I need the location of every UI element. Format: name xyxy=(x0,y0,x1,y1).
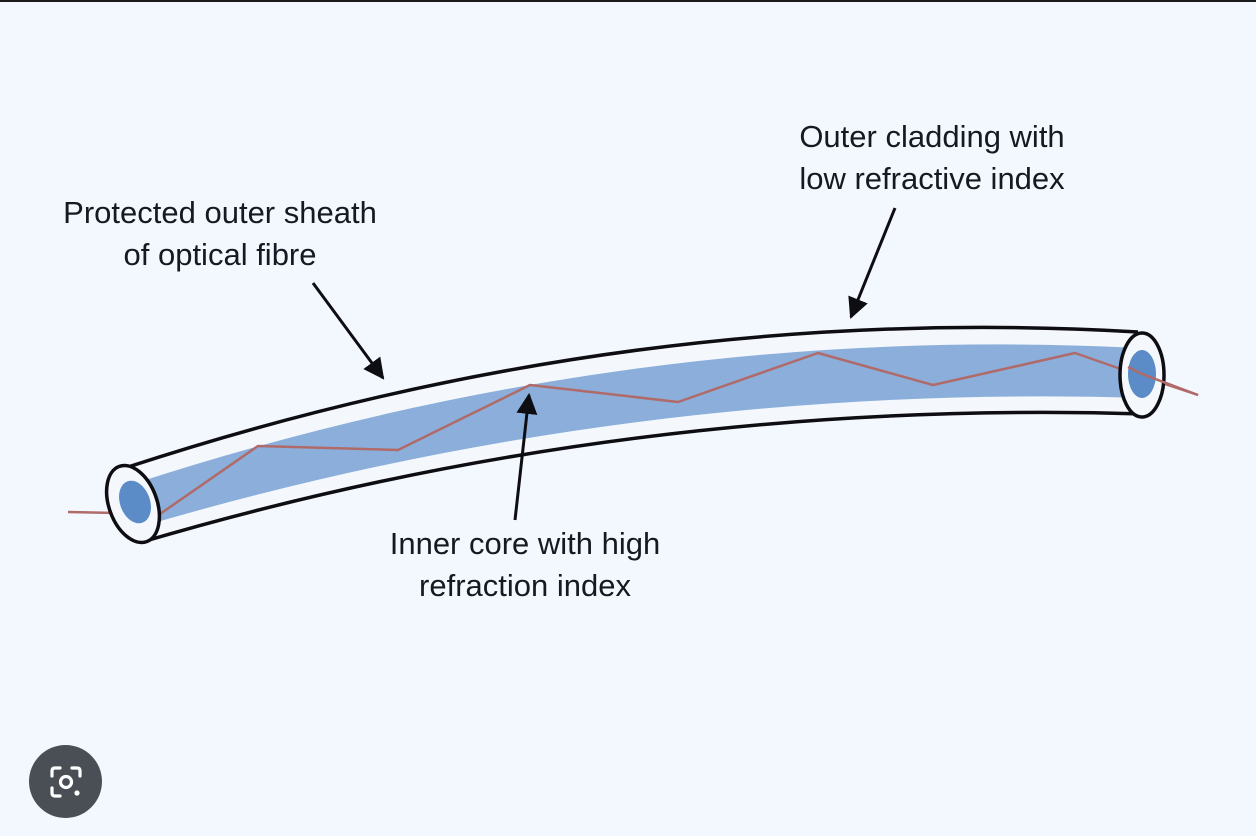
visual-search-button[interactable] xyxy=(29,745,102,818)
core-label-line-2: refraction index xyxy=(419,568,631,603)
sheath-label-line-2: of optical fibre xyxy=(123,237,317,272)
inner-core xyxy=(133,344,1144,527)
core-label-line-1: Inner core with high xyxy=(389,526,661,561)
sheath-bottom-edge xyxy=(141,410,1147,544)
light-ray xyxy=(67,351,1199,516)
sheath-top-edge xyxy=(124,325,1139,470)
cladding-label-line-2: low refractive index xyxy=(799,161,1065,196)
core-label: Inner core with high refraction index xyxy=(350,523,700,607)
left-core-face xyxy=(119,480,151,524)
sheath-label: Protected outer sheath of optical fibre xyxy=(30,192,410,276)
light-ray-exit xyxy=(1127,365,1199,397)
sheath-arrow xyxy=(311,282,385,380)
cladding-label-line-1: Outer cladding with xyxy=(799,119,1065,154)
visual-search-icon xyxy=(49,765,82,798)
cladding-label: Outer cladding with low refractive index xyxy=(752,116,1112,200)
core-arrow xyxy=(513,392,538,521)
sheath-label-line-1: Protected outer sheath xyxy=(63,195,377,230)
cladding-arrow xyxy=(848,207,897,319)
